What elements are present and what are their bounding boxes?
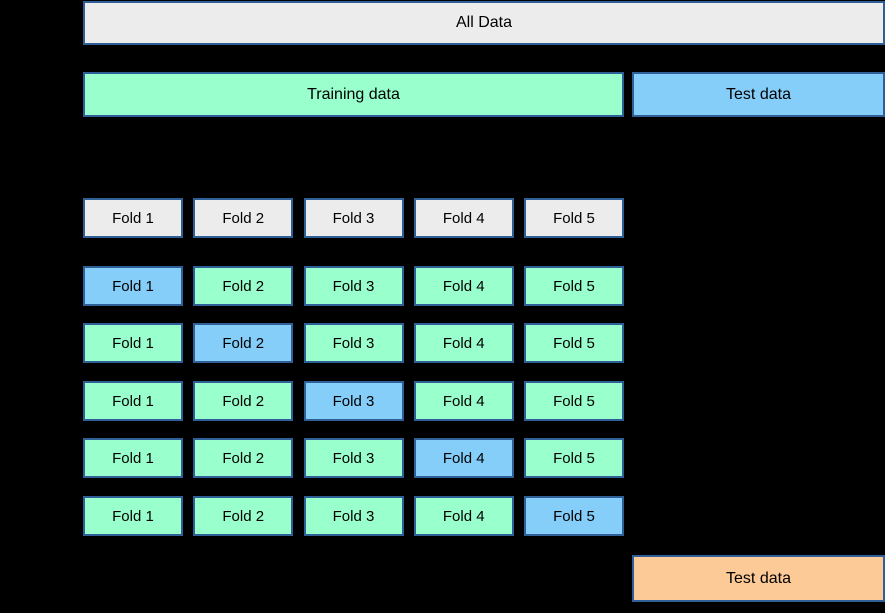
training-data-label: Training data bbox=[307, 85, 400, 103]
fold-box: Fold 3 bbox=[303, 381, 404, 421]
fold-box: Fold 4 bbox=[413, 496, 514, 536]
fold-box: Fold 2 bbox=[193, 323, 294, 363]
fold-box: Fold 1 bbox=[83, 266, 183, 306]
all-data-label: All Data bbox=[455, 14, 513, 31]
fold-header-row: Fold 1 Fold 2 Fold 3 Fold 4 Fold 5 bbox=[83, 198, 624, 238]
training-data-box: Training data bbox=[83, 72, 624, 117]
fold-box: Fold 1 bbox=[83, 496, 183, 536]
cv-split-row-2: Fold 1 Fold 2 Fold 3 Fold 4 Fold 5 bbox=[83, 323, 624, 363]
final-test-data-box: Test data bbox=[632, 555, 885, 602]
fold-box: Fold 3 bbox=[303, 438, 404, 478]
final-test-data-label: Test data bbox=[726, 569, 791, 587]
fold-header-box: Fold 4 bbox=[413, 198, 514, 238]
cv-split-row-3: Fold 1 Fold 2 Fold 3 Fold 4 Fold 5 bbox=[83, 381, 624, 421]
fold-box: Fold 1 bbox=[83, 438, 183, 478]
fold-box: Fold 2 bbox=[193, 266, 294, 306]
fold-box: Fold 5 bbox=[524, 381, 624, 421]
fold-box: Fold 1 bbox=[83, 323, 183, 363]
fold-box: Fold 5 bbox=[524, 266, 624, 306]
fold-header-box: Fold 2 bbox=[193, 198, 294, 238]
cv-split-row-4: Fold 1 Fold 2 Fold 3 Fold 4 Fold 5 bbox=[83, 438, 624, 478]
fold-box: Fold 1 bbox=[83, 381, 183, 421]
fold-header-box: Fold 3 bbox=[303, 198, 404, 238]
cv-split-row-1: Fold 1 Fold 2 Fold 3 Fold 4 Fold 5 bbox=[83, 266, 624, 306]
fold-box: Fold 4 bbox=[413, 266, 514, 306]
test-data-box: Test data bbox=[632, 72, 885, 117]
fold-box: Fold 4 bbox=[413, 438, 514, 478]
fold-box: Fold 5 bbox=[524, 323, 624, 363]
all-data-box: All Data bbox=[83, 1, 885, 45]
fold-box: Fold 3 bbox=[303, 496, 404, 536]
fold-box: Fold 4 bbox=[413, 381, 514, 421]
test-data-label: Test data bbox=[726, 85, 791, 103]
fold-header-box: Fold 1 bbox=[83, 198, 183, 238]
fold-box: Fold 2 bbox=[193, 438, 294, 478]
fold-header-box: Fold 5 bbox=[524, 198, 624, 238]
fold-box: Fold 5 bbox=[524, 438, 624, 478]
fold-box: Fold 4 bbox=[413, 323, 514, 363]
fold-box: Fold 3 bbox=[303, 323, 404, 363]
fold-box: Fold 3 bbox=[303, 266, 404, 306]
fold-box: Fold 5 bbox=[524, 496, 624, 536]
cv-split-row-5: Fold 1 Fold 2 Fold 3 Fold 4 Fold 5 bbox=[83, 496, 624, 536]
fold-box: Fold 2 bbox=[193, 496, 294, 536]
fold-box: Fold 2 bbox=[193, 381, 294, 421]
